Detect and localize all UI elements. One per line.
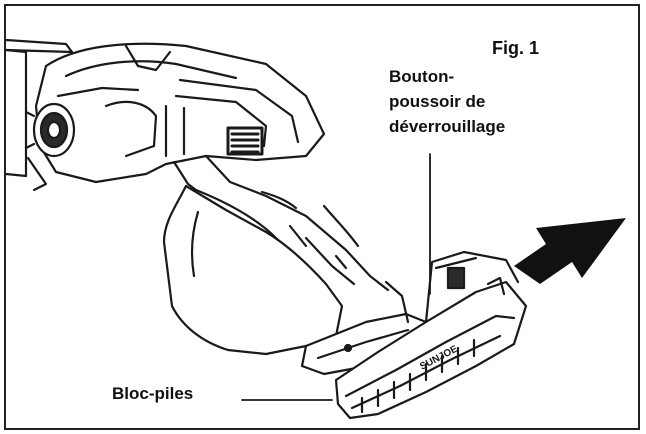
unlock-button-callout-line: poussoir de bbox=[389, 92, 486, 111]
removal-direction-arrow bbox=[514, 218, 626, 284]
unlock-button-callout-line: déverrouillage bbox=[389, 117, 506, 136]
callout-leaders bbox=[241, 153, 431, 401]
saw-motor-housing bbox=[34, 42, 326, 184]
saw-battery-illustration: SUNJOE bbox=[6, 38, 626, 420]
unlock-button-callout-line: Bouton- bbox=[389, 67, 455, 86]
battery-pack-drawing bbox=[334, 250, 528, 420]
saw-handle bbox=[172, 154, 390, 308]
figure-frame: SUNJOE Fig. 1 Bouton- poussoir de déverr… bbox=[4, 4, 640, 430]
tension-knob bbox=[24, 102, 76, 158]
hand-guard bbox=[162, 184, 344, 356]
figure-number-label: Fig. 1 bbox=[492, 38, 540, 58]
unlock-button-callout: Bouton- poussoir de déverrouillage bbox=[389, 64, 505, 139]
vent-grille bbox=[226, 126, 264, 156]
battery-pack-callout: Bloc-piles bbox=[112, 384, 194, 403]
saw-blade-guard bbox=[6, 38, 74, 192]
